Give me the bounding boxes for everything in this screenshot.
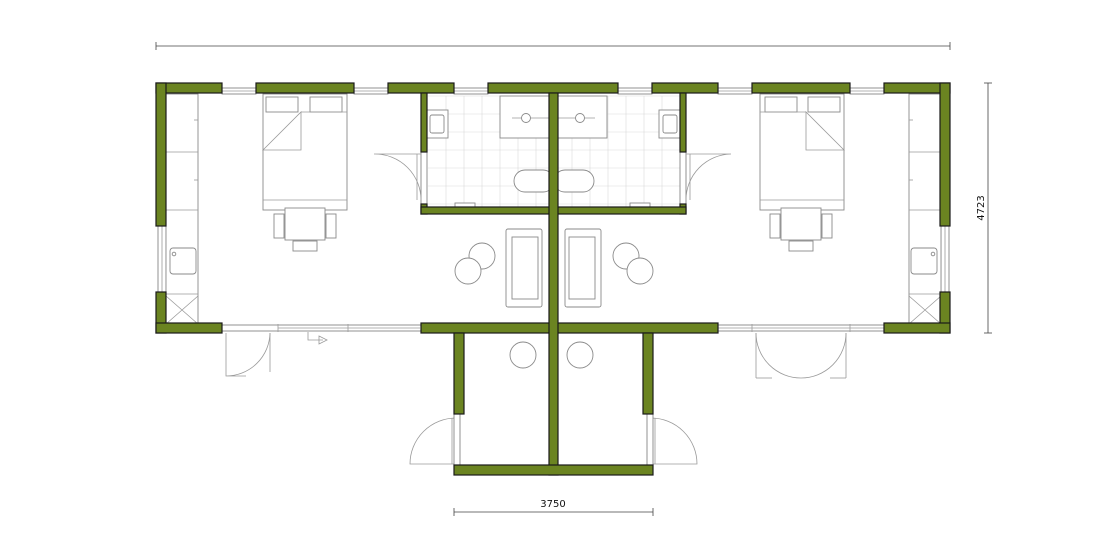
desk-right — [769, 207, 833, 252]
dimension-right: 4723 — [976, 82, 992, 334]
bed-left — [262, 93, 348, 211]
dimension-bottom: 3750 — [453, 499, 654, 516]
dimension-top — [155, 42, 951, 50]
dimension-bottom-label: 3750 — [540, 499, 565, 510]
bed-right — [759, 93, 845, 211]
dimension-right-label: 4723 — [976, 195, 987, 220]
door-swings — [225, 153, 847, 467]
kitchen-left — [165, 93, 199, 327]
kitchen-right — [908, 93, 942, 327]
desk-left — [273, 207, 337, 252]
living-right — [564, 228, 654, 308]
walls — [155, 82, 951, 476]
bathroom-fixtures — [425, 95, 682, 209]
living-left — [454, 228, 543, 308]
annex-tables — [509, 341, 594, 369]
